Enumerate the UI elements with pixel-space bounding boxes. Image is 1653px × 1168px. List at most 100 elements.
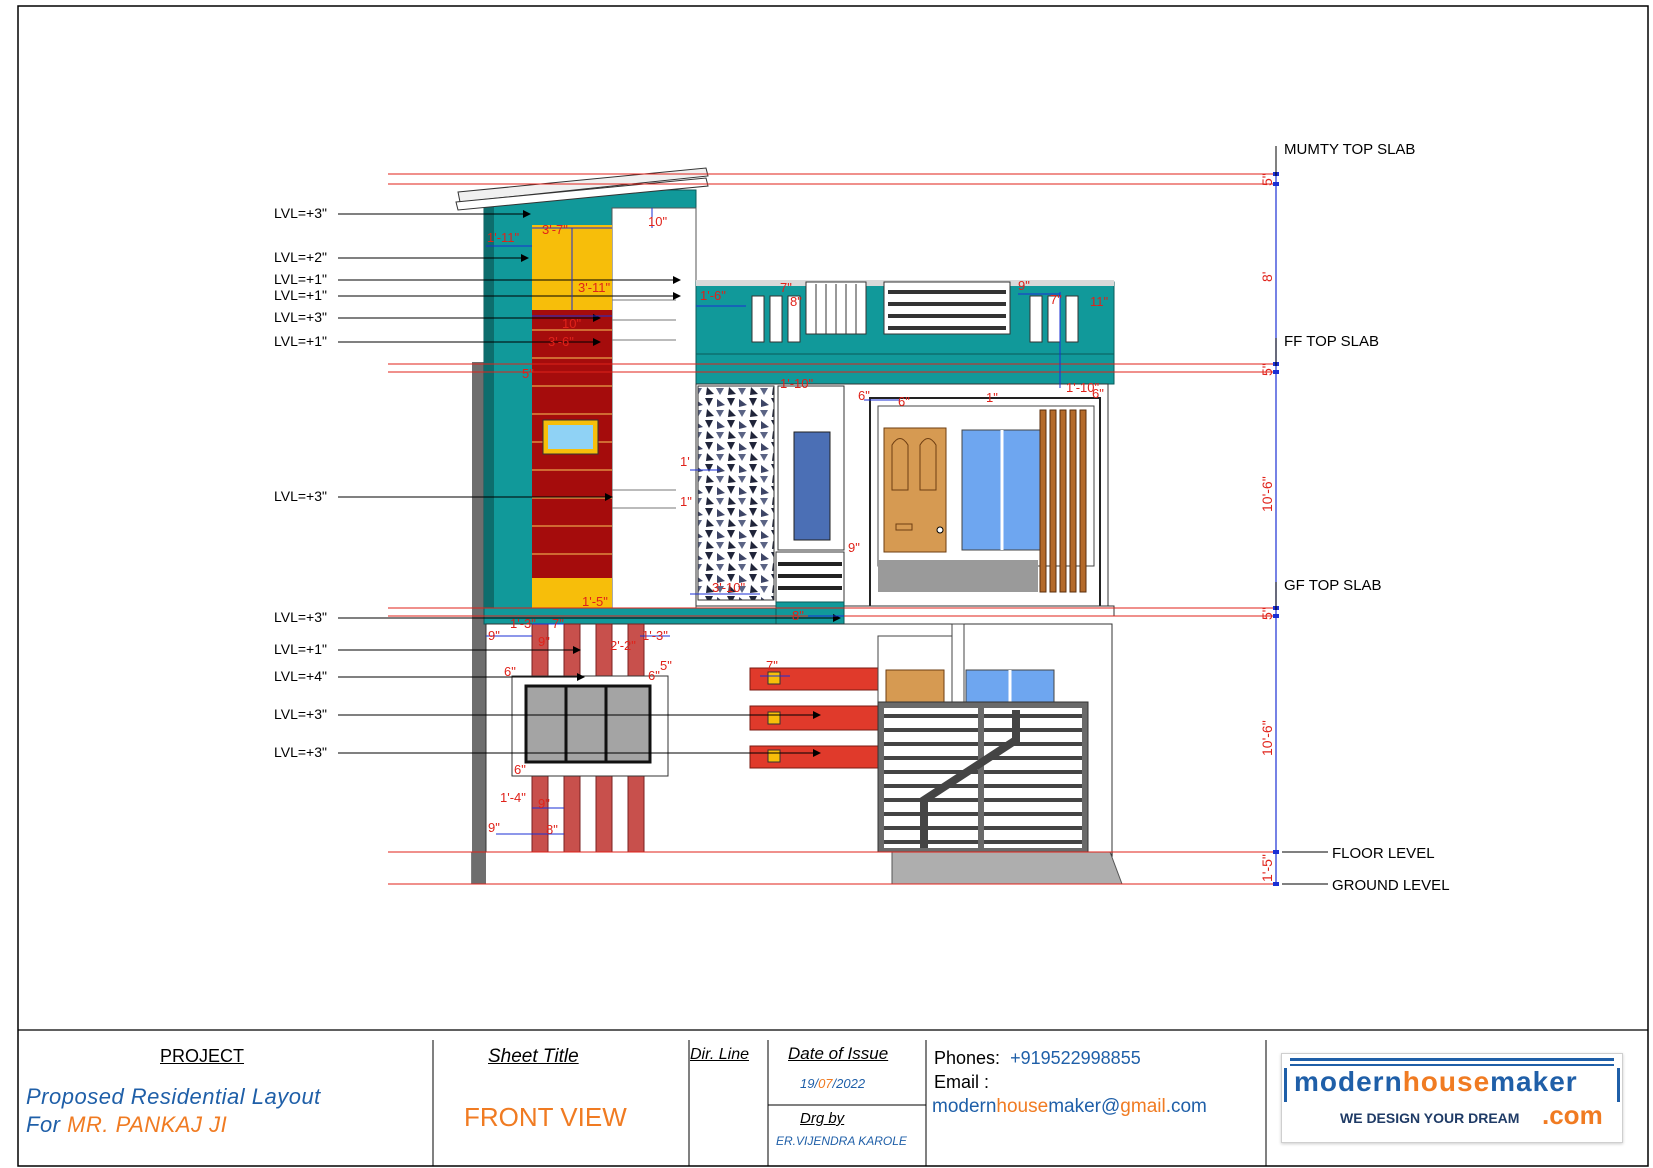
vertical-dim-label: 1'-5" — [1259, 854, 1275, 882]
lvl-label: LVL=+1" — [274, 271, 327, 287]
detail-dim-label: 7" — [552, 616, 564, 631]
tower-window-glass — [548, 425, 593, 449]
mumty-roof-slab-2 — [455, 177, 709, 211]
ff-balcony-floor — [878, 560, 1038, 592]
cladding-lines — [532, 329, 612, 555]
gf-slab-step — [775, 601, 845, 625]
detail-dim-label: 5" — [522, 366, 534, 381]
detail-dim-label: 8" — [546, 822, 558, 837]
detail-dim-label: 2'-2" — [610, 638, 636, 653]
detail-dim-label: 7" — [1050, 292, 1062, 307]
detail-dim-label: 6" — [648, 668, 660, 683]
parapet-slots — [751, 295, 1079, 343]
vertical-dim-label: 5" — [1259, 173, 1275, 186]
detail-dim-label: 7" — [766, 658, 778, 673]
detail-dim-label: 9" — [848, 540, 860, 555]
vertical-dim-label: 10'-6" — [1259, 720, 1275, 756]
detail-dim-label: 9" — [538, 634, 550, 649]
detail-dim-label: 1" — [680, 494, 692, 509]
detail-dim-label: 6" — [898, 394, 910, 409]
parapet-grill-1 — [815, 284, 857, 334]
detail-dim-label: 3'-6" — [548, 334, 574, 349]
yellow-cladding-bottom — [532, 578, 612, 610]
detail-dim-label: 8" — [790, 294, 802, 309]
vertical-dim-text-group: 5"8'5"10'-6"5"10'-6"1'-5" — [1259, 173, 1275, 882]
detail-dim-label: 1'-3" — [510, 616, 536, 631]
level-lines — [388, 173, 1278, 885]
ff-top-slab-band — [695, 353, 1115, 385]
detail-dim-label: 9" — [1018, 278, 1030, 293]
detail-dim-label: 6" — [504, 664, 516, 679]
detail-dim-label: 3'-11" — [578, 280, 611, 295]
company-logo: modernhousemaker WE DESIGN YOUR DREAM .c… — [1281, 1053, 1623, 1143]
detail-dim-label: 1'-11" — [487, 230, 520, 245]
lvl-label: LVL=+1" — [274, 641, 327, 657]
logo-left-bar — [1284, 1068, 1287, 1102]
detail-dim-label: 1'-5" — [582, 594, 608, 609]
email-address[interactable]: modernhousemaker@gmail.com — [932, 1096, 1207, 1117]
sheet-title: FRONT VIEW — [464, 1102, 627, 1132]
vertical-dim-label: 8' — [1259, 272, 1275, 282]
lvl-label: LVL=+3" — [274, 706, 327, 722]
detail-dim-label: 7" — [780, 280, 792, 295]
lvl-leaders — [338, 210, 841, 757]
logo-tagline: WE DESIGN YOUR DREAM — [1340, 1110, 1520, 1126]
level-label-ground-level: GROUND LEVEL — [1332, 877, 1450, 894]
detail-dim-label: 3'-7" — [542, 222, 568, 237]
detail-dim-label: 1'-10" — [1066, 380, 1100, 395]
logo-wordmark: modernhousemaker — [1294, 1066, 1578, 1097]
email-label: Email : — [934, 1072, 990, 1092]
jaali-screen — [697, 385, 775, 601]
sheet-border — [17, 5, 1649, 1167]
level-leaders — [1275, 146, 1328, 885]
detail-dim-label: 1'-4" — [500, 790, 526, 805]
level-label-ff-top-slab: FF TOP SLAB — [1284, 333, 1379, 350]
detail-dim-label: 1'-3" — [642, 628, 668, 643]
detail-dim-label: 9" — [488, 628, 500, 643]
date-of-issue-heading: Date of Issue — [788, 1044, 889, 1063]
detail-dim-text-group: 1'-11" 3'-7" 10" 3'-11" 10" 3'-6" 5" 1' 1" 1'-5" 1… — [487, 214, 1108, 837]
detail-dim-label: 8" — [792, 608, 804, 623]
detail-dim-label: 5" — [660, 658, 672, 673]
gf-window — [524, 684, 652, 764]
ff-railing — [778, 562, 842, 590]
logo-right-bar — [1617, 1068, 1620, 1102]
detail-dim-label: 1' — [680, 454, 690, 469]
dir-line-heading: Dir. Line — [690, 1046, 749, 1063]
gate-diagonal-bar — [920, 710, 1020, 848]
detail-dim-label: 10" — [648, 214, 667, 229]
entrance-ramp — [891, 851, 1123, 885]
lvl-text-group: LVL=+3"LVL=+2"LVL=+1"LVL=+1"LVL=+3"LVL=+… — [274, 205, 327, 760]
date-of-issue: 19/07/2022 — [800, 1076, 866, 1091]
lvl-label: LVL=+1" — [274, 333, 327, 349]
detail-dim-label: 9" — [488, 820, 500, 835]
lvl-label: LVL=+3" — [274, 488, 327, 504]
project-line-1: Proposed Residential Layout — [26, 1084, 321, 1109]
logo-top-rule — [1290, 1058, 1614, 1061]
lvl-label: LVL=+1" — [274, 287, 327, 303]
detail-dim-label: 1'-6" — [700, 288, 726, 303]
lvl-label: LVL=+4" — [274, 668, 327, 684]
vertical-dim-label: 5" — [1259, 363, 1275, 376]
ff-wooden-fins — [1039, 409, 1087, 593]
building-elevation — [455, 167, 1123, 885]
lvl-label: LVL=+3" — [274, 205, 327, 221]
detail-dim-label: 6" — [1092, 386, 1104, 401]
ff-side-window — [793, 431, 831, 541]
ff-door-panels — [891, 438, 937, 531]
tower-white-frame — [611, 207, 697, 609]
lvl-label: LVL=+3" — [274, 309, 327, 325]
detail-dim-label: 6" — [858, 388, 870, 403]
detail-dim-label: 10" — [562, 316, 581, 331]
sheet-title-heading: Sheet Title — [488, 1046, 579, 1067]
drawn-by: ER.VIJENDRA KAROLE — [776, 1134, 907, 1148]
parapet-grill-2 — [888, 290, 1006, 330]
detail-dim-label: 3'-10" — [712, 580, 746, 595]
ff-door-knob — [936, 526, 944, 534]
project-line-2: For MR. PANKAJ JI — [26, 1112, 228, 1137]
stair-tower-shadow — [484, 190, 494, 610]
detail-dim-label: 9" — [538, 796, 550, 811]
detail-dim-label: 1'-10" — [780, 376, 814, 391]
